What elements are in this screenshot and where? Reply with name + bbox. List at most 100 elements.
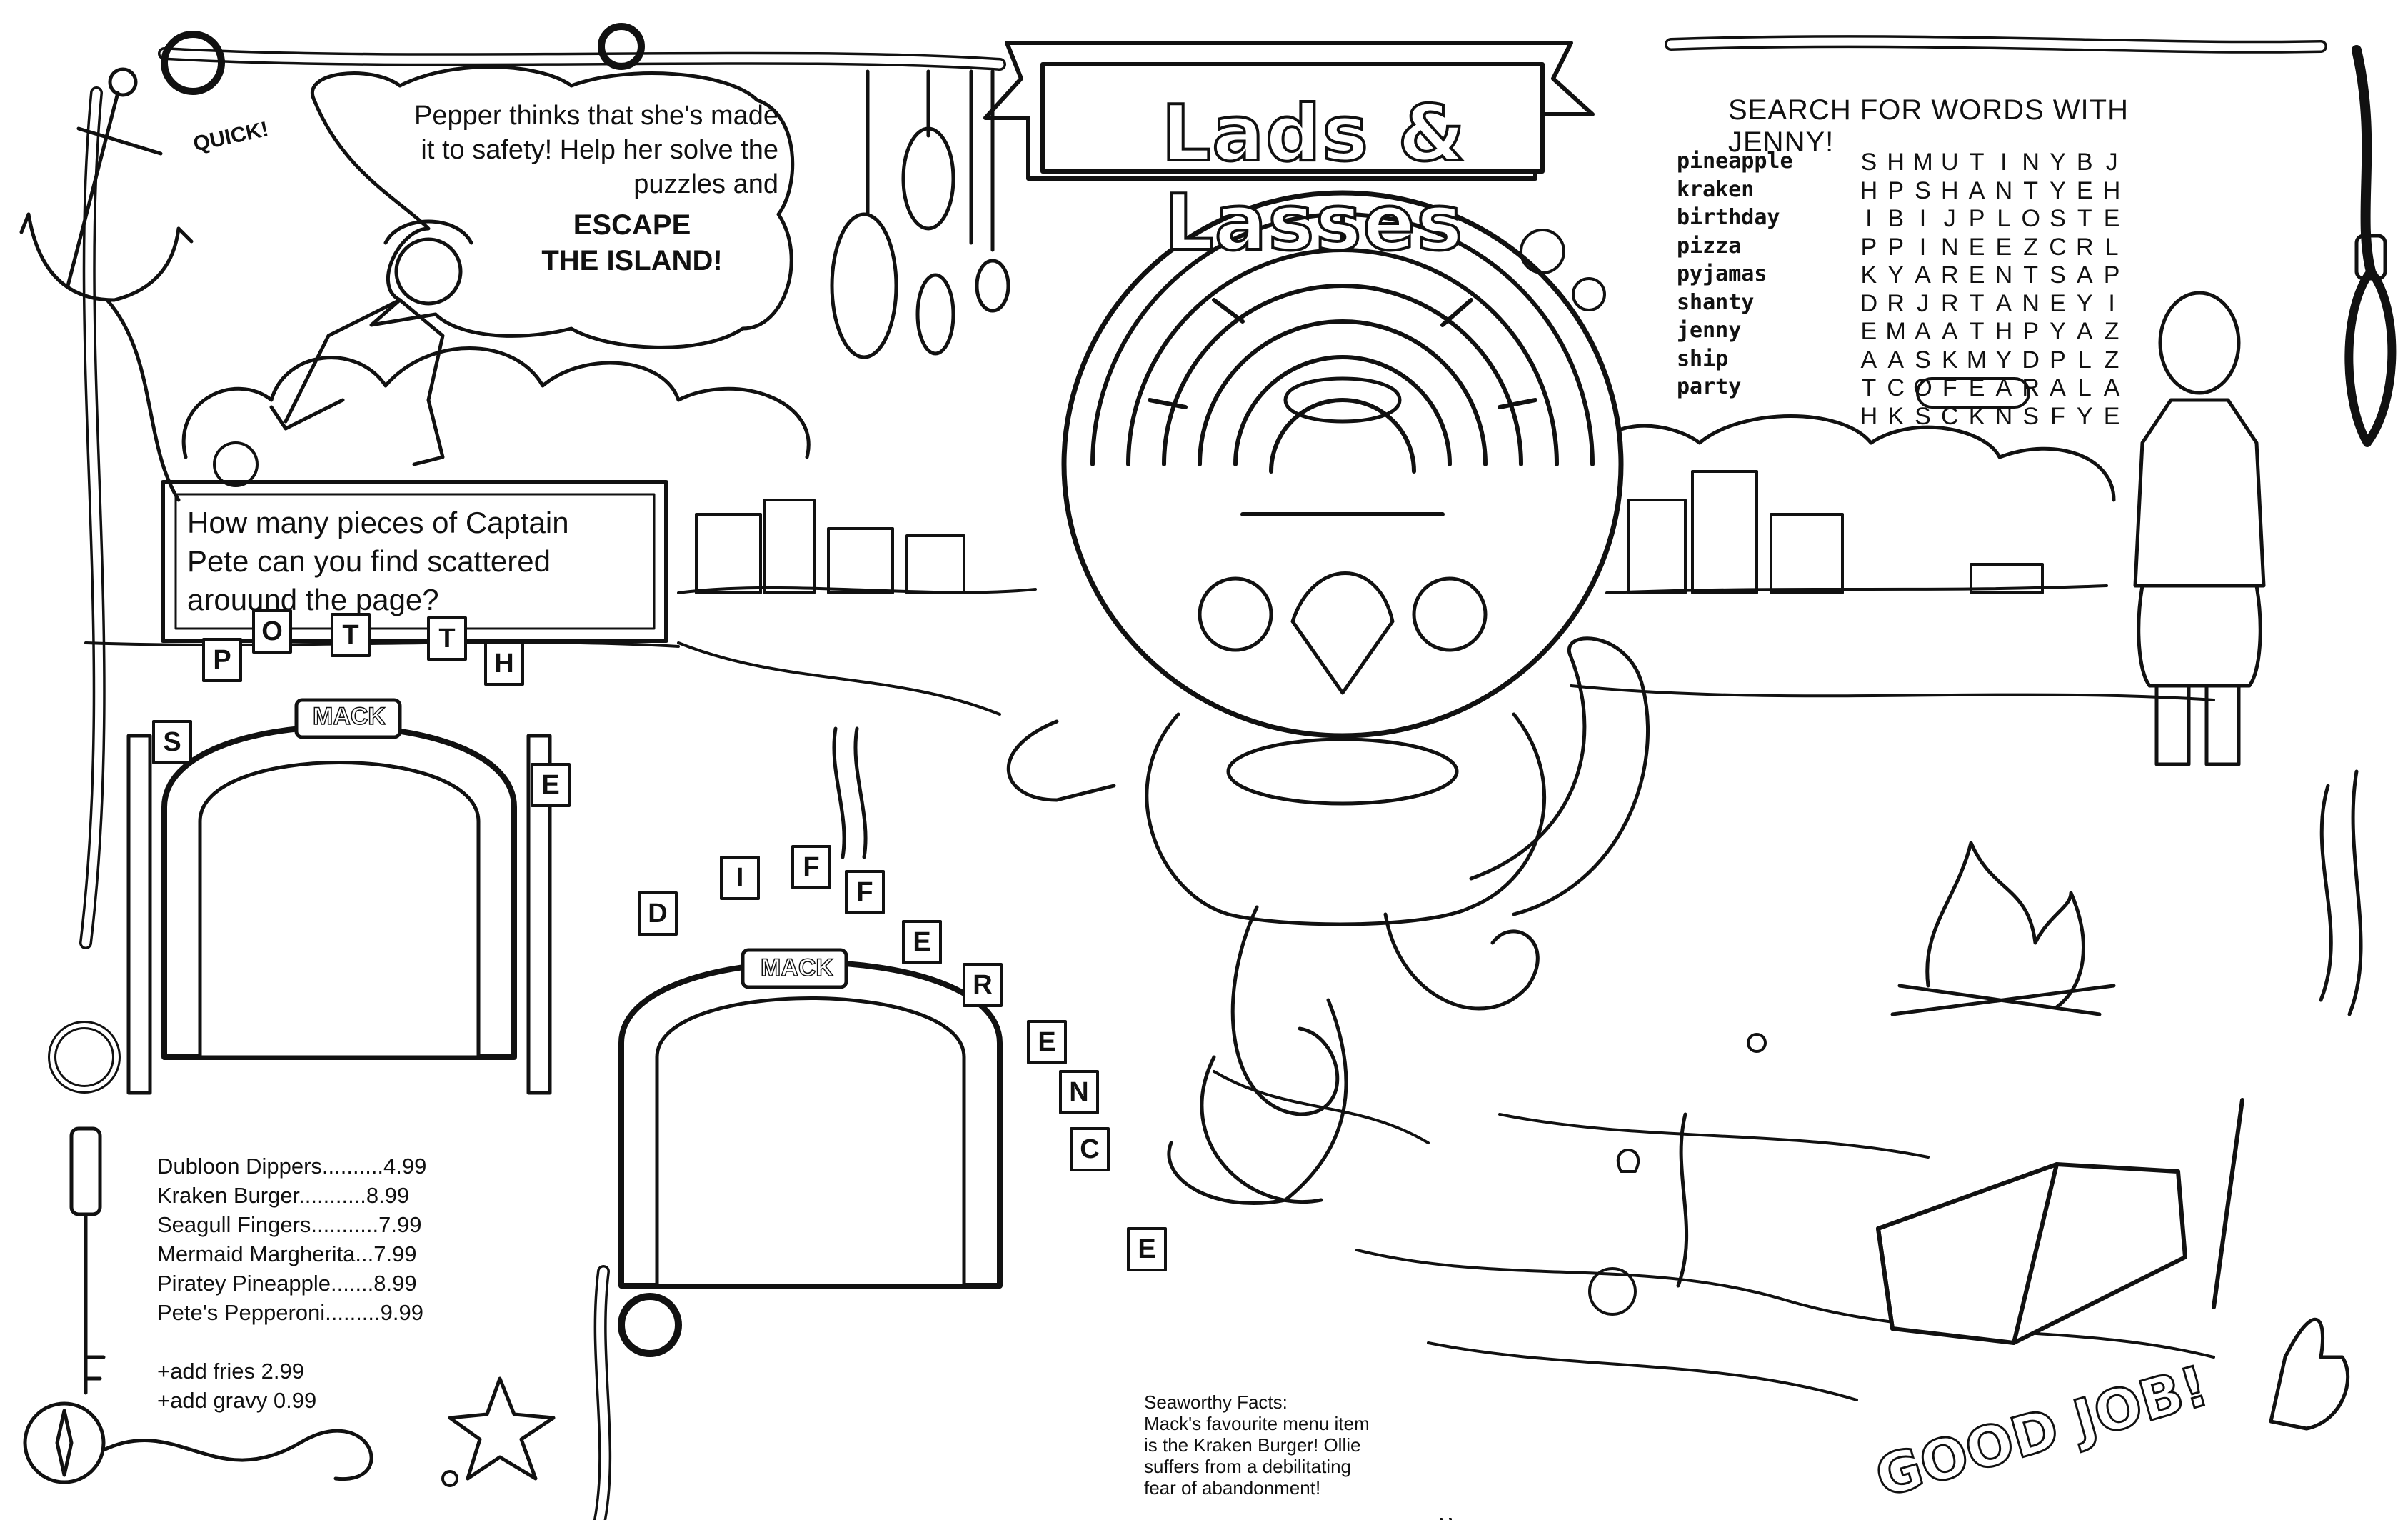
page-title: Lads & Lasses bbox=[1160, 88, 1467, 269]
menu-item: Seagull Fingers...........7.99 bbox=[157, 1212, 422, 1237]
word-search-letter: A bbox=[1915, 318, 1931, 345]
escape-text: ESCAPE THE ISLAND! bbox=[493, 207, 771, 279]
word-search-letter: J bbox=[1916, 289, 1929, 317]
word-search-letter: A bbox=[1941, 318, 1958, 345]
word-search-letter: I bbox=[2000, 149, 2007, 176]
difference-letter: E bbox=[913, 927, 931, 957]
maze-icon bbox=[1090, 212, 1595, 516]
question-line: Pete can you find scattered bbox=[187, 544, 551, 578]
menu-extra: +add fries 2.99 bbox=[157, 1359, 304, 1384]
word-search-letter: P bbox=[1860, 233, 1877, 261]
difference-letter: T bbox=[438, 624, 456, 654]
thumbs-up-icon bbox=[2269, 1318, 2350, 1431]
word-search-letter: T bbox=[2023, 261, 2039, 289]
word-search-letter: I bbox=[1919, 233, 1927, 261]
word-search-letter: A bbox=[1915, 261, 1931, 289]
word-search-letter: B bbox=[2076, 149, 2093, 176]
word-search-letter: Z bbox=[2104, 318, 2119, 345]
word-search-letter: H bbox=[1887, 149, 1905, 176]
menu: Dubloon Dippers..........4.99 Kraken Bur… bbox=[157, 1151, 426, 1415]
word-search-letter: O bbox=[2021, 205, 2040, 232]
word-search-word: pineapple bbox=[1677, 149, 1793, 174]
word-search-letter: P bbox=[1887, 233, 1905, 261]
word-search-letter: E bbox=[2076, 176, 2093, 204]
word-search-letter: N bbox=[1995, 261, 2013, 289]
word-search-letter: S bbox=[2050, 205, 2066, 232]
word-search-letter: F bbox=[2050, 402, 2065, 430]
word-search-heading: SEARCH FOR WORDS WITH JENNY! bbox=[1728, 94, 2129, 158]
word-search-letter: I bbox=[1919, 205, 1927, 232]
starfish-icon bbox=[448, 1376, 556, 1481]
intro-text: Pepper thinks that she's made it to safe… bbox=[321, 99, 778, 201]
word-search-letter: S bbox=[2050, 261, 2066, 289]
difference-letter: S bbox=[163, 727, 181, 757]
intro-line: puzzles and bbox=[633, 169, 778, 199]
word-search-letter: T bbox=[2023, 176, 2039, 204]
word-search-word: birthday bbox=[1677, 205, 1780, 230]
spot-question: How many pieces of Captain Pete can you … bbox=[187, 504, 644, 619]
word-search-letter: Y bbox=[2050, 176, 2066, 204]
menu-item: Dubloon Dippers..........4.99 bbox=[157, 1154, 427, 1179]
facts-box bbox=[1135, 1371, 1480, 1518]
word-search-letter: M bbox=[1966, 346, 1987, 374]
word-search-letter: N bbox=[1995, 176, 2013, 204]
word-search-letter: E bbox=[2050, 289, 2066, 317]
word-search-letter: E bbox=[1968, 374, 1985, 401]
word-search-letter: I bbox=[2108, 289, 2115, 317]
word-search-letter: M bbox=[1885, 318, 1906, 345]
word-search-letter: A bbox=[1995, 374, 2012, 401]
found-word-circle bbox=[1916, 377, 2030, 409]
word-search-letter: P bbox=[2103, 261, 2120, 289]
word-search-word: pyjamas bbox=[1677, 261, 1767, 286]
word-search-letter: N bbox=[1941, 233, 1959, 261]
menu-extra: +add gravy 0.99 bbox=[157, 1388, 317, 1413]
question-line: arouund the page? bbox=[187, 583, 439, 616]
word-search-letter: J bbox=[2105, 149, 2118, 176]
cloud-right bbox=[1590, 414, 2116, 502]
word-search-letter: A bbox=[1968, 176, 1985, 204]
facts-heading: Seaworthy Facts: bbox=[1144, 1391, 1288, 1413]
question-line: How many pieces of Captain bbox=[187, 506, 569, 539]
rope-border-icon bbox=[48, 23, 2327, 1520]
facts-line: is the Kraken Burger! Ollie bbox=[1144, 1434, 1361, 1456]
difference-letter: I bbox=[736, 863, 744, 893]
difference-letter: D bbox=[648, 899, 668, 929]
pirate-character-right bbox=[2133, 291, 2266, 766]
difference-letter: E bbox=[1038, 1027, 1056, 1057]
word-search-letter: A bbox=[2050, 374, 2066, 401]
shell-icon bbox=[441, 1033, 1767, 1487]
spot-difference-panel-left bbox=[126, 698, 552, 1095]
word-search-letter: D bbox=[2022, 346, 2040, 374]
speech-cloud bbox=[310, 65, 795, 349]
word-search-letter: R bbox=[1941, 261, 1959, 289]
word-search-letter: K bbox=[1860, 261, 1877, 289]
word-search-letter: L bbox=[2105, 233, 2119, 261]
word-search-letter: A bbox=[2103, 374, 2120, 401]
word-search-letter: R bbox=[1887, 289, 1905, 317]
difference-letter: T bbox=[342, 620, 359, 650]
intro-line: it to safety! Help her solve the bbox=[421, 135, 778, 165]
difference-letter: F bbox=[856, 877, 873, 907]
word-search-letter: A bbox=[1860, 346, 1877, 374]
word-search-letter: P bbox=[1968, 205, 1985, 232]
difference-letter: E bbox=[541, 770, 560, 800]
facts-line: fear of abandonment! bbox=[1144, 1477, 1321, 1499]
compass-icon bbox=[23, 1401, 373, 1484]
word-search-letter: P bbox=[1887, 176, 1905, 204]
word-search-word: party bbox=[1677, 374, 1742, 399]
word-search-letter: A bbox=[2076, 261, 2093, 289]
mack-sign-left: MACK bbox=[312, 702, 386, 731]
difference-letter: N bbox=[1069, 1077, 1089, 1107]
word-search-word: ship bbox=[1677, 346, 1729, 371]
word-search-letter: H bbox=[1995, 318, 2013, 345]
word-search-letter: R bbox=[2022, 374, 2040, 401]
word-search-letter: T bbox=[1969, 149, 1985, 176]
word-search-letter: K bbox=[1968, 402, 1985, 430]
word-search-word: kraken bbox=[1677, 176, 1755, 202]
